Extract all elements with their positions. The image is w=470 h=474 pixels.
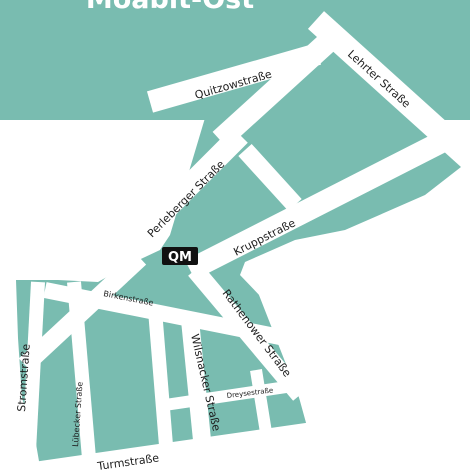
park-edge	[250, 220, 470, 474]
district-label: Moabit-Ost	[86, 0, 254, 15]
street-strom-south	[21, 281, 45, 471]
street-connector	[212, 31, 338, 149]
qm-marker-label: QM	[168, 250, 192, 265]
street-rathenower	[188, 264, 307, 401]
street-dreyse	[164, 379, 301, 411]
street-inner	[238, 143, 302, 212]
qm-marker[interactable]: QM	[162, 247, 198, 265]
qm-marker-box	[162, 247, 198, 265]
street-krupp	[185, 120, 470, 280]
street-perleberger	[122, 127, 248, 253]
label-strom: Stromstraße	[15, 343, 33, 412]
street-network	[18, 11, 470, 474]
northern-green-area	[0, 0, 470, 120]
street-turm	[18, 421, 322, 474]
street-luebecker	[67, 281, 97, 471]
